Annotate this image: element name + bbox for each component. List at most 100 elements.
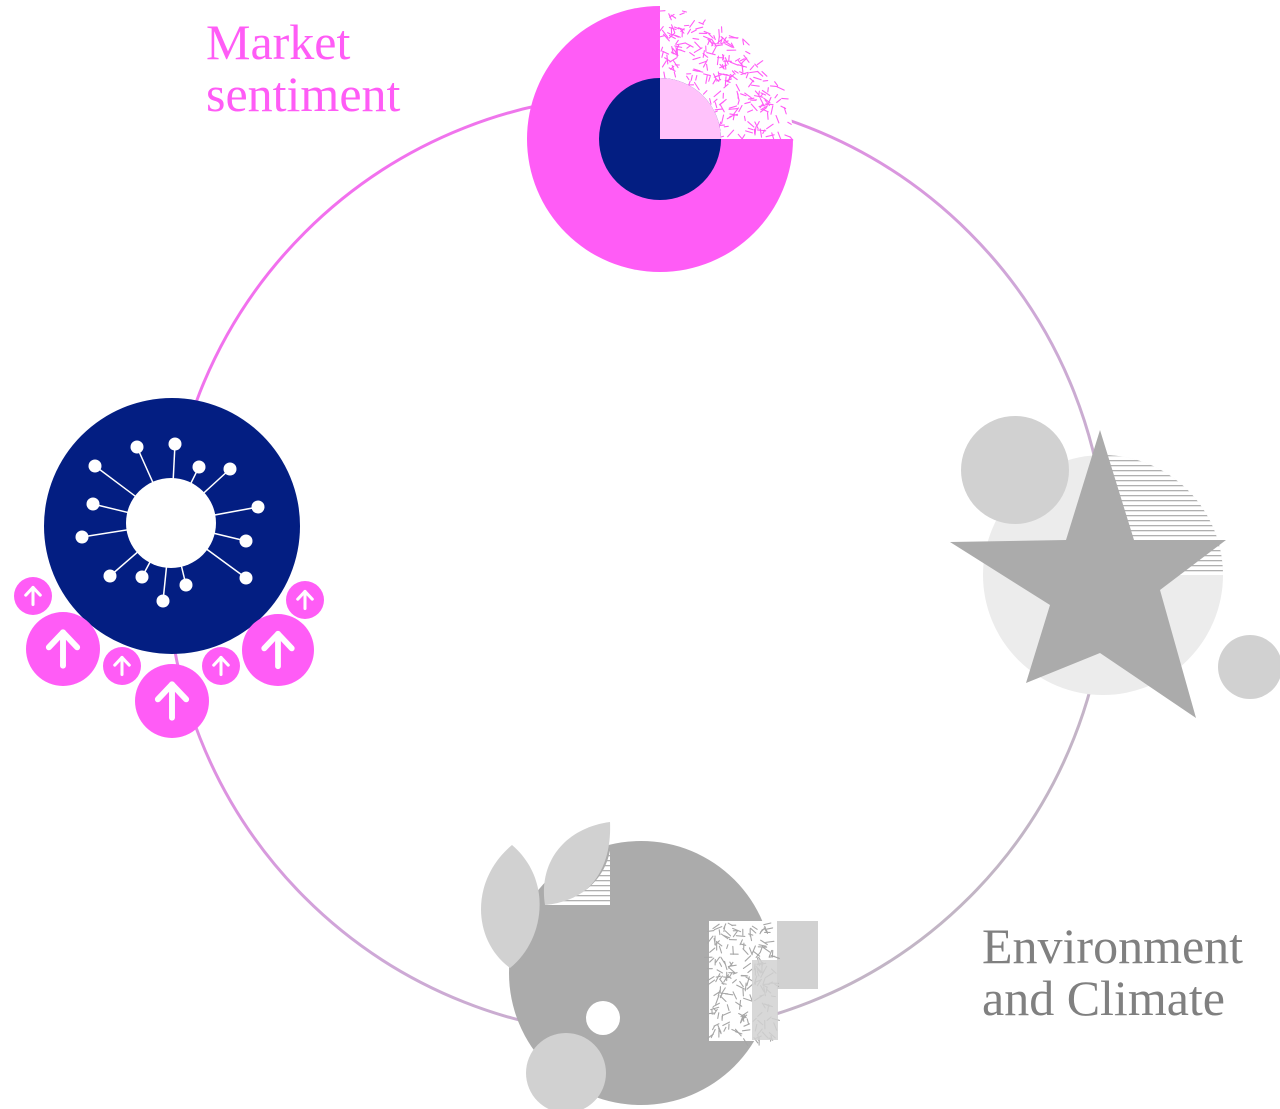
confetti-dash (734, 58, 741, 62)
confetti-dash (660, 46, 664, 52)
confetti-dash (759, 929, 763, 935)
confetti-dash (750, 103, 758, 112)
confetti-dash (754, 121, 759, 130)
confetti-dash (743, 997, 753, 1002)
confetti-dash (759, 93, 764, 98)
confetti-dash (670, 51, 679, 57)
confetti-dash (675, 39, 679, 45)
confetti-dash (740, 1011, 749, 1018)
confetti-dash (712, 923, 720, 930)
confetti-dash (766, 123, 774, 130)
star-shape (950, 430, 1226, 718)
confetti-dash (731, 1028, 739, 1033)
confetti-dash (742, 38, 750, 46)
confetti-dash (727, 922, 734, 927)
confetti-dash (753, 95, 764, 98)
confetti-dash (746, 983, 754, 990)
confetti-dash (742, 39, 745, 46)
confetti-dash (714, 108, 723, 111)
arrow-head (212, 655, 230, 667)
confetti-dash (707, 930, 715, 932)
confetti-dash (739, 980, 744, 988)
confetti-dash (689, 20, 695, 28)
confetti-dash (724, 43, 733, 48)
environment-label-line2: and Climate (982, 970, 1225, 1026)
confetti-dash (692, 56, 701, 61)
confetti-dash (713, 35, 716, 41)
confetti-dash (724, 930, 732, 937)
confetti-dash (767, 87, 769, 93)
confetti-dash (734, 1028, 742, 1037)
confetti-dash (756, 60, 764, 66)
confetti-dash (695, 74, 698, 81)
hub-white-center (126, 478, 216, 568)
confetti-dash (692, 69, 699, 72)
arrow-up-icon (24, 585, 42, 607)
confetti-dash (749, 933, 753, 942)
confetti-dash (762, 108, 769, 113)
confetti-dash (756, 120, 760, 126)
globe-leaf-stripes (545, 850, 610, 905)
confetti-dash (765, 940, 775, 943)
confetti-dash (727, 961, 734, 969)
confetti-dash (664, 57, 672, 63)
confetti-dash (673, 60, 679, 69)
confetti-dash (751, 925, 758, 930)
confetti-dash (668, 67, 676, 72)
confetti-dash (718, 1027, 722, 1035)
confetti-dash (729, 73, 738, 81)
hub-node-dot (192, 460, 206, 474)
confetti-dash (735, 1001, 743, 1007)
confetti-dash (753, 951, 761, 957)
confetti-dash (728, 967, 736, 974)
confetti-dash (694, 41, 702, 49)
confetti-pattern (657, 10, 794, 143)
confetti-dash (728, 972, 733, 978)
confetti-dash (720, 36, 727, 42)
confetti-dash (768, 949, 773, 958)
environment-climate-label: Environment and Climate (982, 920, 1243, 1024)
confetti-dash (661, 60, 667, 68)
confetti-dash (719, 975, 723, 980)
globe-leaf-left (481, 845, 540, 968)
confetti-dash (717, 38, 723, 44)
confetti-dash (739, 71, 746, 75)
confetti-dash (708, 33, 714, 39)
confetti-dash (731, 70, 736, 75)
arrow-head (113, 655, 131, 667)
confetti-dash (766, 927, 774, 930)
confetti-dash (776, 86, 785, 91)
market-label-line1: Market (206, 14, 351, 70)
confetti-dash (749, 65, 755, 71)
confetti-dash (723, 83, 729, 89)
confetti-dash (747, 127, 754, 131)
confetti-dash (668, 26, 677, 31)
confetti-dash (713, 74, 722, 78)
confetti-dash (753, 76, 762, 81)
hub-node-dot (251, 500, 265, 514)
confetti-dash (761, 71, 768, 77)
star-grey-circle-top (961, 416, 1069, 524)
arrow-head (154, 681, 190, 703)
confetti-dash (719, 103, 725, 113)
confetti-dash (762, 80, 769, 82)
confetti-dash (713, 1008, 718, 1015)
confetti-dash (777, 131, 782, 141)
confetti-dash (713, 991, 720, 997)
arrow-head (45, 629, 81, 651)
confetti-dash (710, 1028, 716, 1039)
confetti-dash (707, 935, 714, 944)
confetti-dash (758, 944, 767, 947)
confetti-dash (712, 1025, 716, 1031)
confetti-dash (728, 107, 739, 110)
confetti-dash (701, 19, 706, 25)
arrow-head (261, 630, 295, 652)
confetti-dash (783, 106, 787, 115)
confetti-dash (735, 83, 741, 92)
confetti-dash (789, 136, 794, 141)
confetti-dash (761, 89, 771, 96)
confetti-dash (728, 35, 738, 39)
confetti-dash (719, 995, 727, 1003)
confetti-dash (707, 39, 711, 46)
star-icon (950, 416, 1280, 718)
